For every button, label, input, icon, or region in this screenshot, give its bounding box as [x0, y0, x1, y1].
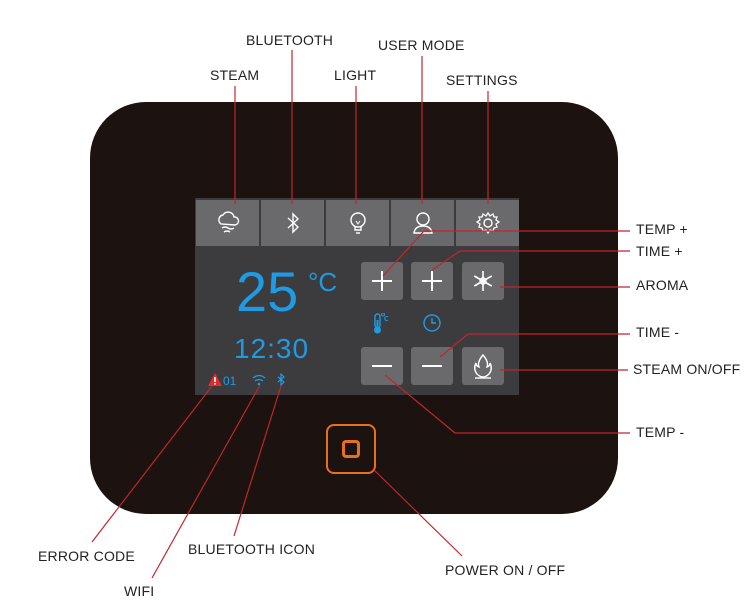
time-minus-button[interactable]: [411, 347, 453, 385]
minus-icon: [422, 365, 442, 367]
steam-button[interactable]: [196, 200, 259, 246]
label-user-mode: USER MODE: [378, 37, 465, 53]
label-wifi: WIFI: [124, 583, 155, 599]
settings-button[interactable]: [456, 200, 519, 246]
thermometer-icon: [374, 313, 389, 334]
label-temp-plus: TEMP +: [636, 221, 688, 237]
leader-time-plus: [431, 250, 461, 271]
label-bluetooth: BLUETOOTH: [246, 32, 334, 48]
light-bulb-icon: [349, 212, 366, 234]
bluetooth-small-icon: [277, 373, 285, 386]
plus-icon: [422, 271, 442, 291]
plus-icon: [372, 271, 392, 291]
label-error-code: ERROR CODE: [38, 548, 135, 564]
gear-icon: [475, 211, 500, 235]
label-time-minus: TIME -: [636, 324, 680, 340]
leader-power: [373, 469, 463, 557]
leader-time-minus: [439, 333, 469, 358]
temperature-unit: °C: [308, 267, 338, 297]
bluetooth-icon: [287, 212, 299, 234]
label-settings: SETTINGS: [446, 72, 518, 88]
clock-icon: [423, 314, 441, 332]
temperature-value: 25: [236, 260, 299, 323]
aroma-button[interactable]: [462, 262, 504, 300]
warning-triangle-icon: [208, 373, 222, 386]
label-light: LIGHT: [334, 67, 377, 83]
label-bluetooth-icon: BLUETOOTH ICON: [188, 541, 316, 557]
time-value: 12:30: [234, 333, 310, 364]
label-aroma: AROMA: [636, 277, 689, 293]
error-code-value: 01: [223, 374, 237, 388]
flame-icon: [474, 353, 492, 379]
wifi-icon: [252, 374, 266, 386]
time-plus-button[interactable]: [411, 262, 453, 300]
steam-onoff-button[interactable]: [462, 347, 504, 385]
label-temp-minus: TEMP -: [636, 424, 685, 440]
steam-icon: [217, 211, 239, 233]
bluetooth-button[interactable]: [261, 200, 324, 246]
power-icon: [342, 440, 360, 458]
leader-error-code: [91, 385, 213, 543]
label-power: POWER ON / OFF: [445, 562, 566, 578]
label-steam-onoff: STEAM ON/OFF: [633, 361, 741, 377]
aroma-snowflake-icon: [473, 271, 493, 291]
label-steam: STEAM: [210, 67, 260, 83]
leader-temp-plus: [382, 230, 425, 277]
label-time-plus: TIME +: [636, 243, 683, 259]
power-button[interactable]: [326, 424, 376, 474]
leader-temp-minus: [384, 374, 456, 434]
user-mode-button[interactable]: [391, 200, 454, 246]
leader-wifi: [151, 384, 261, 579]
leader-bluetooth-icon: [233, 385, 282, 537]
light-button[interactable]: [326, 200, 389, 246]
temp-minus-button[interactable]: [361, 347, 403, 385]
temp-plus-button[interactable]: [361, 262, 403, 300]
minus-icon: [372, 365, 392, 367]
